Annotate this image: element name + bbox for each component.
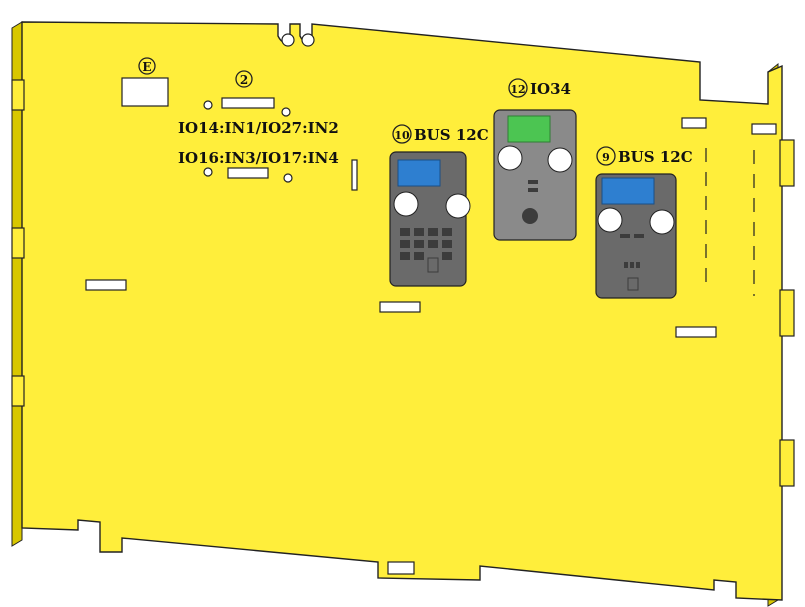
left-tabs [11,79,25,407]
dashed-guides [705,148,755,296]
right-tabs [779,139,795,487]
mount-holes [203,33,315,183]
marker-two-text: 2 [240,73,248,87]
marker-ten-text: 10 [394,129,410,142]
module-bus-12c-left: 10 BUS 12C [389,124,489,287]
pins-top-label: IO14:IN1/IO27:IN2 [178,119,339,137]
pins-bottom-label: IO16:IN3/IO17:IN4 [178,149,339,167]
marker-nine-text: 9 [602,151,610,164]
module-right-label: BUS 12C [618,148,693,166]
marker-twelve-text: 12 [510,83,525,96]
board-slots [85,77,777,575]
marker-e: E [138,57,156,75]
module-io34: 12 IO34 [493,78,577,241]
module-bus-12c-right: 9 BUS 12C [595,146,693,299]
marker-two: 2 [235,70,253,88]
module-mid-label: IO34 [530,80,571,98]
marker-e-text: E [142,60,151,74]
module-left-label: BUS 12C [414,126,489,144]
